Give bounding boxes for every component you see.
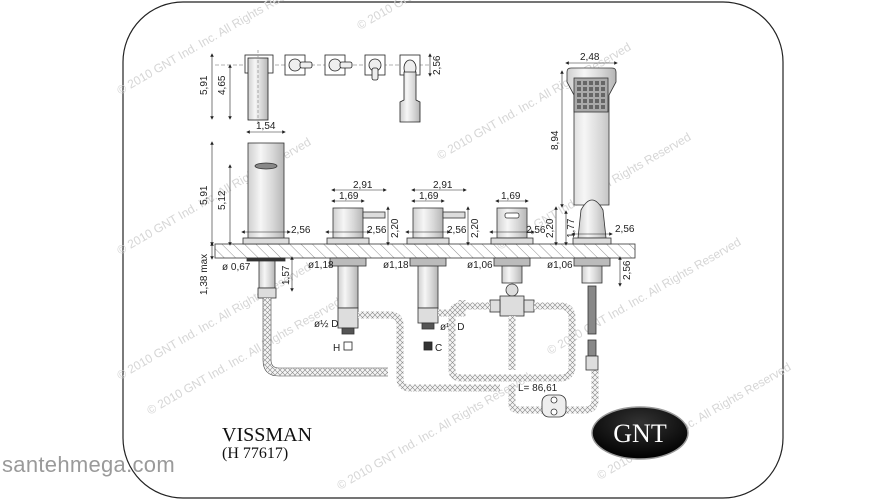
top-height-total: 5,91 [199,75,210,95]
diverter-base: 2,56 [526,225,546,236]
cold-height: 2,20 [470,218,481,238]
cold-base: 2,56 [447,225,467,236]
spout-base: 2,56 [291,225,311,236]
diverter [489,207,535,317]
hot-hole-dia: ø1,18 [308,260,334,271]
handshower-width: 2,48 [580,52,600,63]
diverter-hole-dia: ø1,06 [467,260,493,271]
cold-inlet-icon [423,341,433,351]
diverter-width-body: 1,69 [501,191,521,202]
cold-label: C [435,343,442,354]
holder-height: 1,77 [566,218,577,238]
handshower-hose [585,285,599,371]
top-view [215,50,430,125]
svg-text:© 2010 GNT Ind. Inc. All Right: © 2010 GNT Ind. Inc. All Rights Reserved [355,0,554,33]
top-height-spout: 4,65 [217,75,228,95]
braided-hoses [263,298,599,414]
handshower-nozzle-grid [577,81,605,109]
hose-length: L= 86,61 [518,383,558,394]
gnt-logo: GNT [591,406,689,460]
hot-inlet: ø½ D [314,319,338,330]
hot-width-total: 2,91 [353,180,373,191]
cold-hole-dia: ø1,18 [383,260,409,271]
spout-width: 1,54 [256,121,276,132]
product-name: VISSMAN [222,424,312,446]
spout-hole-dia: ø 0,67 [222,262,251,273]
deck [214,243,636,259]
svg-text:© 2010 GNT Ind. Inc. All Right: © 2010 GNT Ind. Inc. All Rights Reserved [145,295,344,418]
cold-width-total: 2,91 [433,180,453,191]
hose-outlines [262,298,388,377]
holder-base: 2,56 [615,224,635,235]
svg-text:GNT: GNT [613,419,667,448]
hot-height: 2,20 [390,218,401,238]
site-watermark: santehmega.com [2,452,175,477]
spout-shank: 1,57 [281,265,292,285]
cold-width-body: 1,69 [419,191,439,202]
hose-connector [541,394,567,418]
hot-label: H [333,343,340,354]
diverter-height: 2,20 [545,218,556,238]
spout-height-total: 5,91 [199,185,210,205]
drawing-frame [122,1,784,499]
deck-thickness-max: 1,38 max [199,254,210,295]
spout-height-outlet: 5,12 [217,190,228,210]
handshower-height: 8,94 [550,130,561,150]
svg-text:© 2010 GNT Ind. Inc. All Right: © 2010 GNT Ind. Inc. All Rights Reserved [115,0,314,98]
handshower-hole-dia: ø1,06 [547,260,573,271]
hot-base: 2,56 [367,225,387,236]
hot-inlet-icon [343,341,353,351]
top-handle-height: 2,56 [432,55,443,75]
top-view-dimensions [210,53,432,120]
hot-width-body: 1,69 [339,191,359,202]
product-code: (H 77617) [222,445,288,462]
handshower-shank: 2,56 [622,260,633,280]
